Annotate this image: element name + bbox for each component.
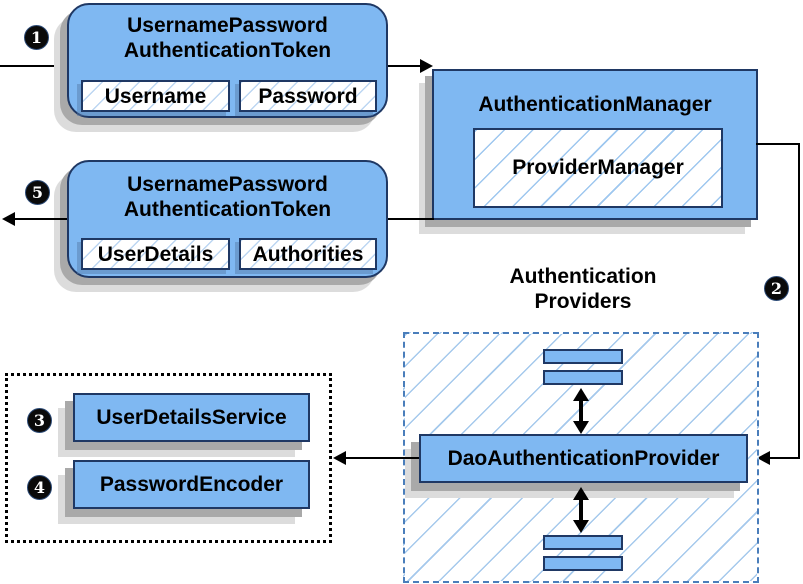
response-token-box: UsernamePassword AuthenticationToken Use… bbox=[67, 160, 388, 278]
authorities-field: Authorities bbox=[239, 238, 377, 270]
request-token-box: UsernamePassword AuthenticationToken Use… bbox=[67, 3, 388, 118]
flow-line-step1-in bbox=[0, 65, 67, 67]
services-group-box bbox=[5, 373, 332, 543]
step-5-badge: 5 bbox=[25, 180, 50, 205]
password-field: Password bbox=[239, 80, 377, 112]
double-arrow-bottom-stem bbox=[579, 496, 583, 524]
provider-stack-top-bar-2 bbox=[543, 370, 623, 385]
provider-stack-bottom-bar-2 bbox=[543, 556, 623, 571]
double-arrow-bottom-down-head bbox=[573, 520, 589, 533]
arrowhead-into-manager bbox=[420, 59, 433, 73]
flow-line-manager-to-response bbox=[388, 218, 434, 220]
response-token-title-line2: AuthenticationToken bbox=[123, 198, 332, 221]
provider-stack-bottom-bar-1 bbox=[543, 535, 623, 550]
userdetails-field: UserDetails bbox=[81, 238, 230, 270]
double-arrow-top-up-head bbox=[573, 388, 589, 401]
authentication-providers-label: Authentication Providers bbox=[467, 264, 699, 314]
password-encoder-box: PasswordEncoder bbox=[73, 460, 310, 509]
response-token-title-line1: UsernamePassword bbox=[127, 173, 328, 196]
double-arrow-top-stem bbox=[579, 397, 583, 425]
double-arrow-bottom bbox=[572, 487, 590, 533]
request-token-title: UsernamePassword AuthenticationToken bbox=[69, 13, 386, 63]
flow-line-step2-vertical bbox=[798, 143, 800, 459]
dao-authentication-provider-box: DaoAuthenticationProvider bbox=[419, 434, 748, 483]
authentication-providers-label-line2: Providers bbox=[534, 290, 632, 313]
double-arrow-top-down-head bbox=[573, 421, 589, 434]
authentication-manager-title: AuthenticationManager bbox=[478, 93, 712, 116]
flow-line-step2-bottom bbox=[768, 457, 800, 459]
arrowhead-into-dao-provider bbox=[757, 451, 770, 465]
flow-line-step2-top bbox=[756, 143, 800, 145]
provider-stack-top-bar-1 bbox=[543, 349, 623, 364]
double-arrow-bottom-up-head bbox=[573, 487, 589, 500]
arrowhead-step5-out bbox=[2, 212, 15, 226]
request-token-title-line1: UsernamePassword bbox=[127, 14, 328, 37]
step-4-badge: 4 bbox=[27, 475, 52, 500]
flow-line-dao-to-services bbox=[344, 457, 419, 459]
request-token-title-line2: AuthenticationToken bbox=[123, 39, 332, 62]
authentication-manager-box: AuthenticationManager ProviderManager bbox=[432, 69, 758, 220]
provider-manager-box: ProviderManager bbox=[473, 128, 723, 208]
double-arrow-top bbox=[572, 388, 590, 434]
authentication-providers-label-line1: Authentication bbox=[509, 265, 657, 288]
flow-line-token-to-manager bbox=[388, 65, 422, 67]
username-field: Username bbox=[81, 80, 230, 112]
step-1-badge: 1 bbox=[24, 25, 49, 50]
user-details-service-box: UserDetailsService bbox=[73, 393, 310, 442]
arrowhead-into-services bbox=[333, 451, 346, 465]
step-3-badge: 3 bbox=[27, 408, 52, 433]
response-token-title: UsernamePassword AuthenticationToken bbox=[69, 172, 386, 222]
flow-line-step5-out bbox=[12, 218, 67, 220]
step-2-badge: 2 bbox=[764, 276, 789, 301]
